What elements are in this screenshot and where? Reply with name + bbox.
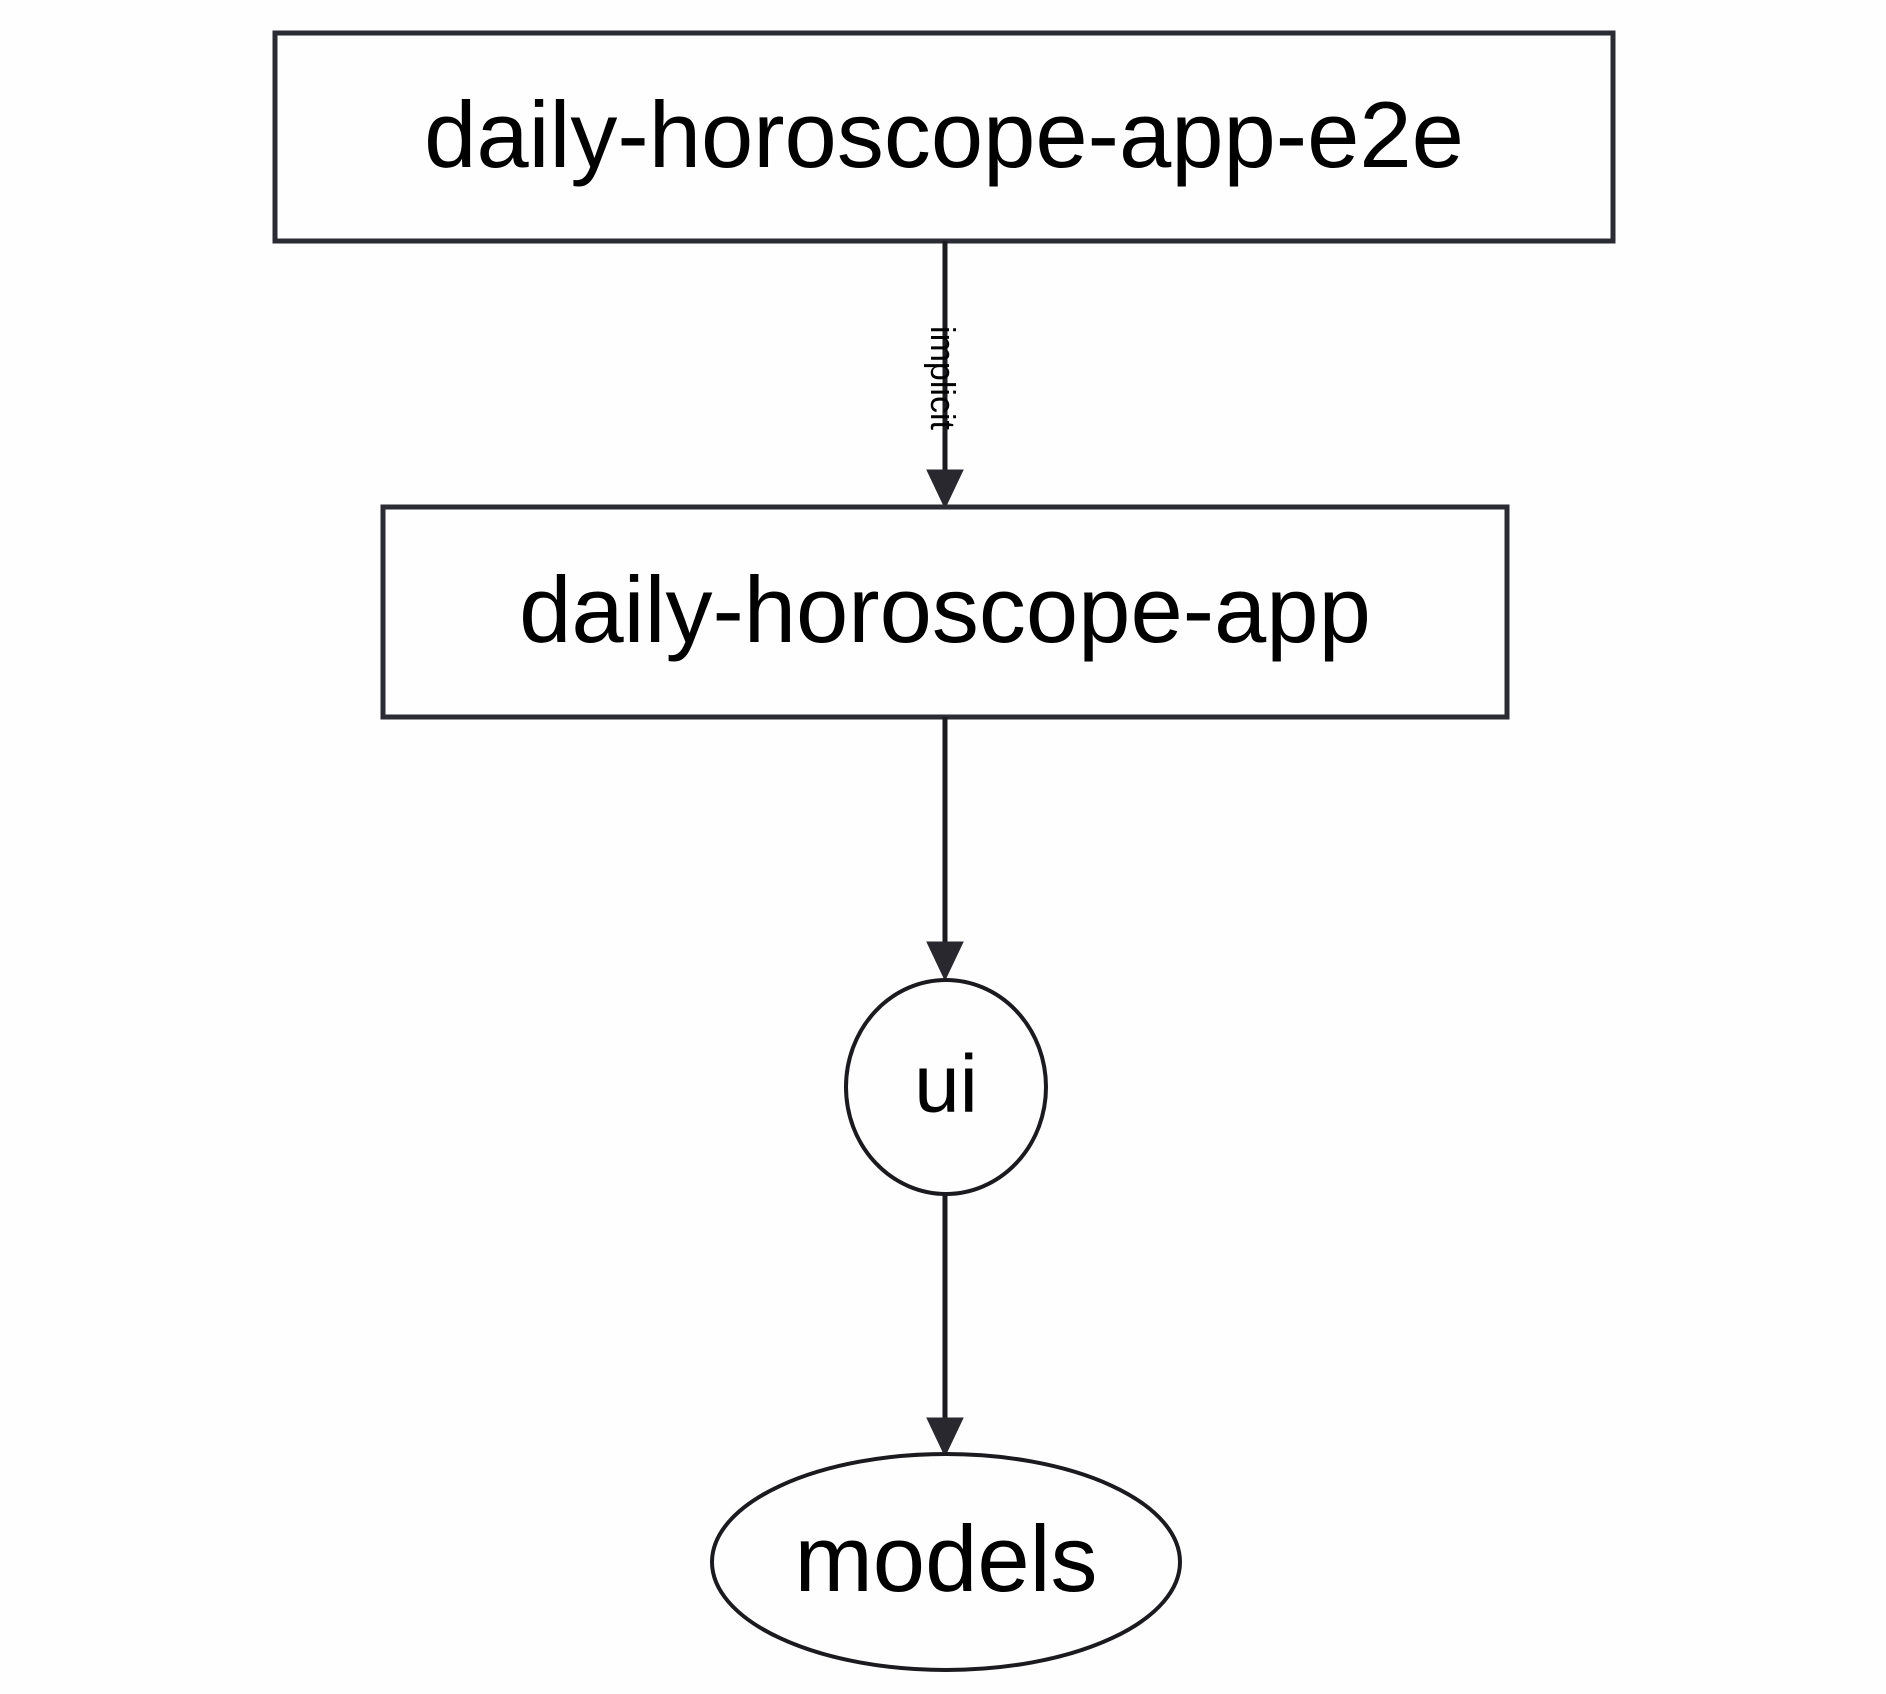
edge-label-implicit: implicit <box>923 326 961 430</box>
node-daily-horoscope-app-label: daily-horoscope-app <box>519 557 1371 662</box>
edge-ui-to-models-arrowhead <box>926 1417 964 1458</box>
edge-app-to-ui-arrowhead <box>926 941 964 982</box>
node-daily-horoscope-app-e2e-label: daily-horoscope-app-e2e <box>424 82 1464 187</box>
node-daily-horoscope-app-e2e-shape[interactable] <box>272 30 1616 244</box>
edge-e2e-to-app-arrowhead <box>926 469 964 510</box>
node-ui-label: ui <box>914 1039 978 1130</box>
node-models-label: models <box>794 1506 1097 1611</box>
node-models-shape[interactable] <box>710 1452 1182 1672</box>
node-daily-horoscope-app-shape[interactable] <box>380 504 1510 720</box>
